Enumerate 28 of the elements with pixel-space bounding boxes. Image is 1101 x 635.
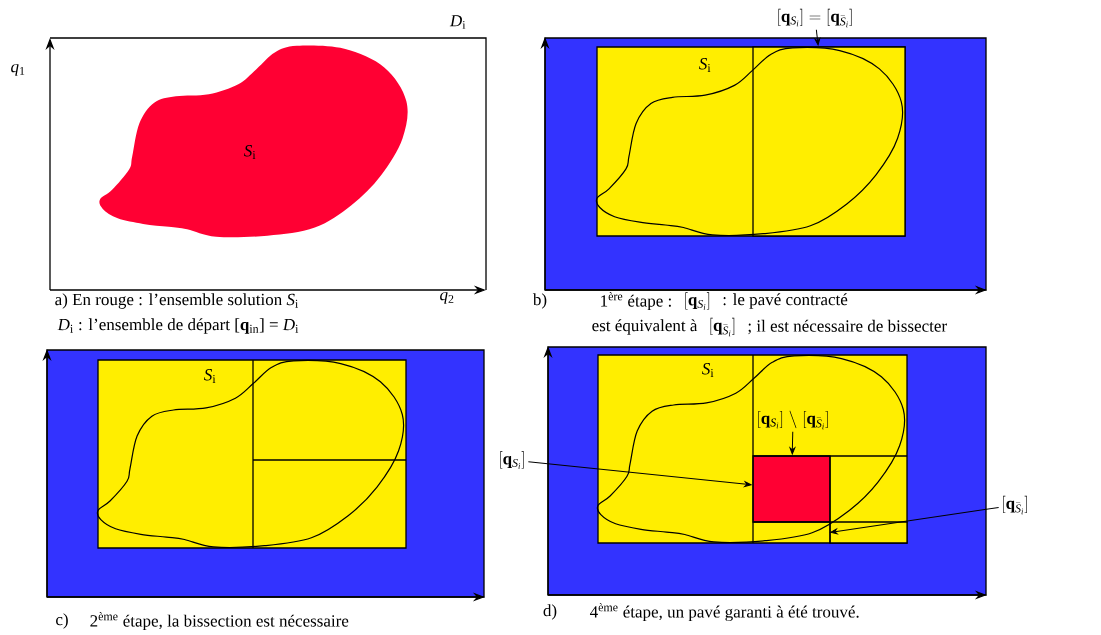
arrow <box>527 461 752 488</box>
axis-label: q$_{2}$ <box>440 292 454 304</box>
caption: 2$^{ème}$ étape, la bissection est nécessaire <box>90 611 349 631</box>
initial-box: S$_{i}$ <box>97 359 407 549</box>
caption: 1$^{ère}$ étape : <box>601 291 671 311</box>
solution-set-region: S$_{i}$ <box>99 45 408 238</box>
annotation: $[\mathbf{q}_{\bar{S}_i}]$ <box>1003 495 1027 515</box>
caption: est équivalent à <box>592 319 698 335</box>
panel-letter: d) <box>543 604 557 620</box>
caption: D$_{i}$ : l’ensemble de départ [q$_{in}$] = D$_{i}$ <box>57 318 299 334</box>
caption: : le pavé contracté <box>723 293 848 309</box>
annotation: $[\mathbf{q}_{S_i}] \;\backslash\; [\mathbf{q}_{\bar{S}_i}]$ <box>758 410 828 430</box>
caption: ; il est nécessaire de bissecter <box>748 319 947 335</box>
guaranteed-box <box>752 455 831 523</box>
caption: a) En rouge : l’ensemble solution S$_{i}$ <box>55 293 299 309</box>
sub-box <box>752 46 906 237</box>
annotation: $[\mathbf{q}_{S_i}] = [\mathbf{q}_{\bar{S}_i}]$ <box>778 8 852 28</box>
arrow <box>830 506 1000 535</box>
formula-label: $[\mathbf{q}_{\bar{S}_i}]$ <box>710 317 735 337</box>
panel-letter: b) <box>532 293 547 309</box>
arrow <box>814 29 821 46</box>
arrow <box>789 431 796 455</box>
axis-label: q$_{1}$ <box>11 64 25 76</box>
panel-letter: c) <box>56 613 68 629</box>
annotation: $[\mathbf{q}_{S_i}]$ <box>500 451 524 469</box>
caption: 4$^{ème}$ étape, un pavé garanti à été trouvé. <box>590 602 859 622</box>
sub-box <box>829 521 908 544</box>
formula-label: $[\mathbf{q}_{S_i}]$ <box>685 292 710 310</box>
